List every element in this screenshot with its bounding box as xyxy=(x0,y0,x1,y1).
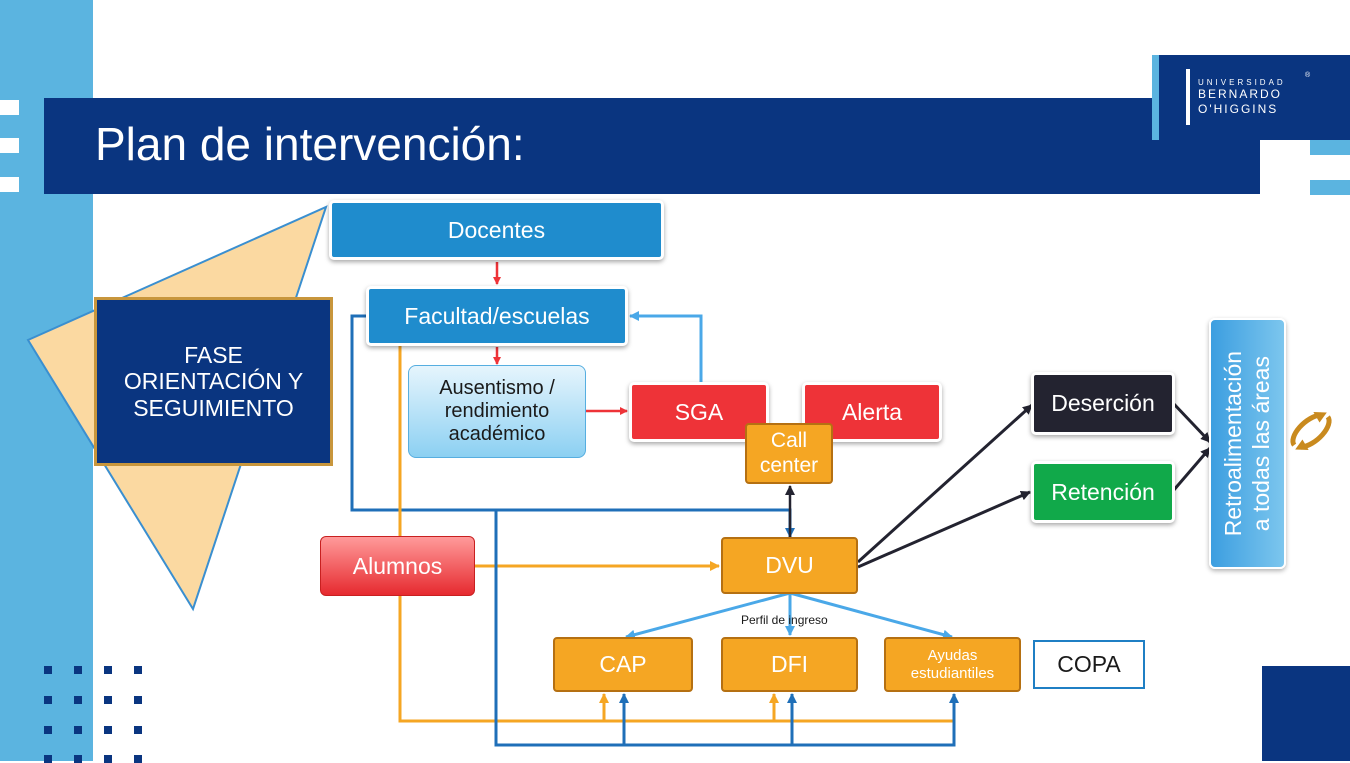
node-retencion: Retención xyxy=(1031,461,1175,523)
node-desercion: Deserción xyxy=(1031,372,1175,435)
node-retroalimentacion: Retroalimentación a todas las áreas xyxy=(1209,318,1286,569)
node-cap: CAP xyxy=(553,637,693,692)
decor-dot xyxy=(134,666,142,674)
decor-dot xyxy=(104,755,112,763)
decor-dot xyxy=(44,726,52,734)
decor-dot xyxy=(134,755,142,763)
university-logo xyxy=(1152,55,1350,140)
logo-registered-mark: ® xyxy=(1305,72,1311,79)
node-docentes: Docentes xyxy=(329,200,664,260)
node-copa: COPA xyxy=(1033,640,1145,689)
left-tab-mark xyxy=(0,177,19,192)
retro-line1: Retroalimentación xyxy=(1219,350,1246,537)
ausentismo-line2: rendimiento xyxy=(444,400,550,422)
ausentismo-line3: académico xyxy=(448,423,546,445)
logo-mark xyxy=(1186,69,1190,125)
arrow-retencion-retro xyxy=(1171,447,1212,492)
cycle-icon xyxy=(1290,412,1332,450)
arrow-dvu-desercion xyxy=(856,403,1034,564)
right-tab-mark xyxy=(1310,140,1350,155)
call-center-line1: Call xyxy=(770,429,808,453)
logo-stripe xyxy=(1152,55,1159,140)
node-ausentismo: Ausentismo / rendimiento académico xyxy=(408,365,586,458)
decor-dot xyxy=(74,726,82,734)
arrow-dvu-cap xyxy=(625,585,800,640)
decor-dot xyxy=(44,666,52,674)
node-alumnos: Alumnos xyxy=(320,536,475,596)
label-perfil-ingreso: Perfil de ingreso xyxy=(741,613,828,627)
decor-dot xyxy=(74,755,82,763)
arrow-dvu-retencion xyxy=(857,490,1031,569)
decor-dot xyxy=(44,696,52,704)
arrow-dvu-ayudas xyxy=(780,585,953,640)
node-call-center: Call center xyxy=(745,423,833,484)
arrow-sga-facultad xyxy=(629,311,703,382)
phase-label-line2: ORIENTACIÓN Y xyxy=(123,368,304,395)
logo-text-ohiggins: O'HIGGINS xyxy=(1198,102,1279,116)
ayudas-line1: Ayudas xyxy=(927,647,978,665)
node-dvu: DVU xyxy=(721,537,858,594)
logo-text-bernardo: BERNARDO xyxy=(1198,87,1283,101)
corner-block xyxy=(1262,666,1350,761)
phase-box: FASE ORIENTACIÓN Y SEGUIMIENTO xyxy=(94,297,333,466)
decor-dot xyxy=(134,696,142,704)
blue-bottom-loop xyxy=(494,510,959,747)
phase-label-line1: FASE xyxy=(184,341,243,368)
decor-dot xyxy=(74,696,82,704)
call-center-line2: center xyxy=(759,453,819,477)
node-dfi: DFI xyxy=(721,637,858,692)
arrow-desercion-retro xyxy=(1171,401,1212,444)
decor-dot xyxy=(134,726,142,734)
decor-dot xyxy=(44,755,52,763)
logo-text-universidad: UNIVERSIDAD xyxy=(1198,78,1286,87)
ayudas-line2: estudiantiles xyxy=(910,664,995,682)
orange-bottom-loop xyxy=(398,595,954,723)
title-banner xyxy=(44,98,1260,194)
node-ayudas: Ayudas estudiantiles xyxy=(884,637,1021,692)
decor-dot xyxy=(74,666,82,674)
ausentismo-line1: Ausentismo / xyxy=(439,377,555,399)
decor-dot xyxy=(104,726,112,734)
decor-dot xyxy=(104,666,112,674)
node-facultad: Facultad/escuelas xyxy=(366,286,628,346)
left-tab-mark xyxy=(0,138,19,153)
retro-line2: a todas las áreas xyxy=(1247,355,1274,532)
slide-title: Plan de intervención: xyxy=(95,118,525,170)
phase-label-line3: SEGUIMIENTO xyxy=(133,394,294,421)
decor-dot xyxy=(104,696,112,704)
left-tab-mark xyxy=(0,100,19,115)
right-tab-mark xyxy=(1310,180,1350,195)
